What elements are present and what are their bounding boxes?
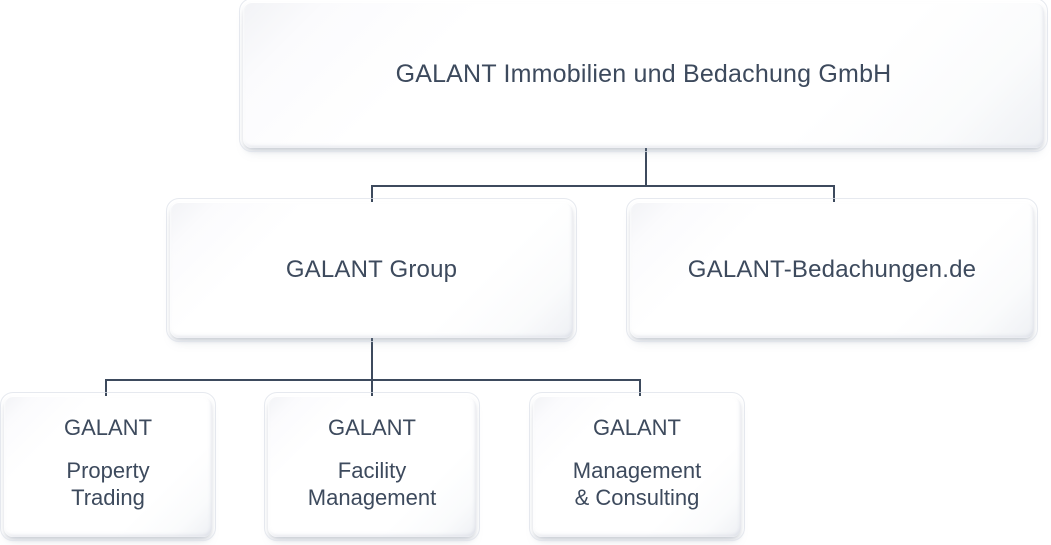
- connector-group-stem: [371, 338, 373, 380]
- org-node-facility-management-line2: Management: [307, 485, 437, 510]
- org-node-property-trading-head: GALANT: [63, 415, 153, 440]
- org-node-root[interactable]: GALANT Immobilien und Bedachung GmbH: [239, 0, 1048, 152]
- org-node-facility-management-head: GALANT: [327, 415, 416, 440]
- org-node-galant-group[interactable]: GALANT Group: [166, 198, 577, 342]
- connector-level3-drop-1: [105, 379, 107, 397]
- org-node-management-consulting-line2: & Consulting: [574, 485, 700, 510]
- connector-level2-right-drop: [833, 185, 835, 203]
- connector-level3-drop-2: [371, 379, 373, 397]
- org-node-property-trading-line1: Property: [66, 457, 150, 483]
- org-node-facility-management-label: GALANT Facility Management: [308, 396, 436, 512]
- org-node-facility-management-line1: Facility: [337, 457, 407, 483]
- connector-level2-bus: [371, 185, 835, 187]
- org-node-galant-bedachungen[interactable]: GALANT-Bedachungen.de: [626, 198, 1038, 342]
- org-node-property-trading-label: GALANT Property Trading: [64, 396, 152, 512]
- org-node-management-consulting[interactable]: GALANT Management & Consulting: [529, 392, 745, 541]
- org-node-facility-management[interactable]: GALANT Facility Management: [264, 392, 480, 541]
- connector-root-stem: [645, 148, 647, 186]
- org-node-management-consulting-label: GALANT Management & Consulting: [573, 396, 701, 512]
- org-node-property-trading-line2: Trading: [71, 485, 145, 510]
- org-node-management-consulting-head: GALANT: [592, 415, 681, 440]
- connector-level2-left-drop: [371, 185, 373, 203]
- org-node-property-trading[interactable]: GALANT Property Trading: [0, 392, 216, 541]
- connector-level3-drop-3: [639, 379, 641, 397]
- org-node-galant-group-label: GALANT Group: [285, 256, 458, 283]
- org-node-management-consulting-line1: Management: [572, 457, 702, 483]
- org-node-galant-bedachungen-label: GALANT-Bedachungen.de: [687, 256, 977, 283]
- connector-level3-bus: [105, 379, 641, 381]
- org-node-root-label: GALANT Immobilien und Bedachung GmbH: [395, 60, 892, 89]
